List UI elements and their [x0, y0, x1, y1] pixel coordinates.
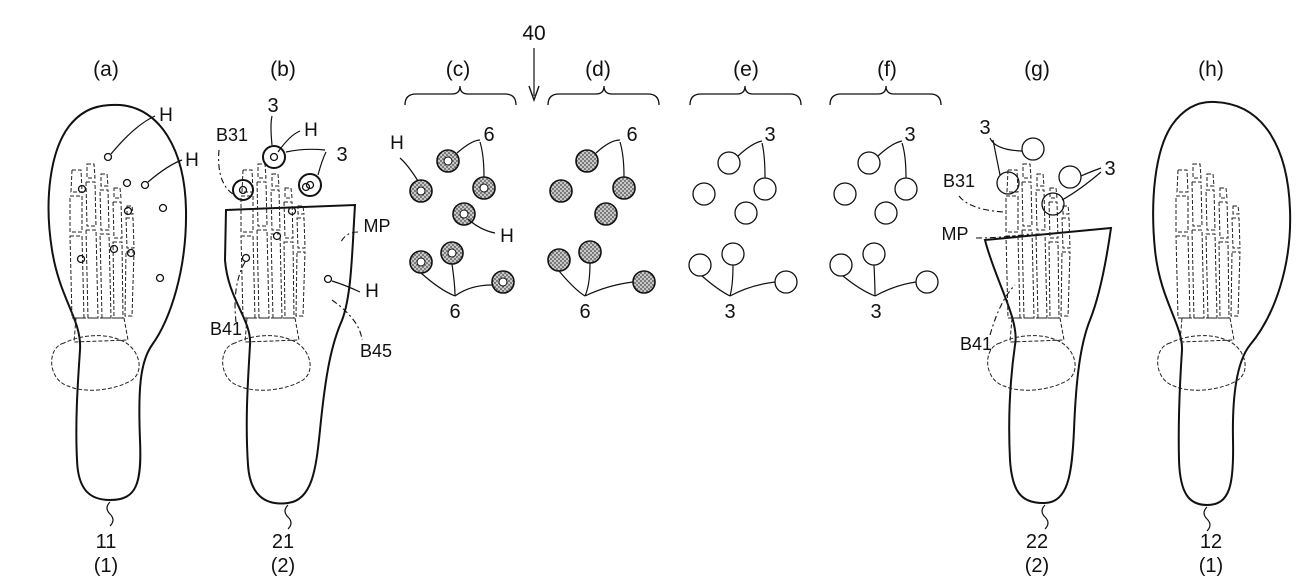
pad-f-6: [862, 242, 886, 266]
pad-d-3: [612, 176, 636, 200]
insole-h-sub: (1): [1199, 555, 1223, 577]
label-6-d2: 6: [579, 301, 590, 323]
pad-d-1: [575, 149, 599, 173]
pad-c-1: [436, 149, 460, 173]
label-b41: B41: [210, 319, 242, 339]
insole-b-outline: [223, 203, 357, 505]
pad-f-1: [857, 151, 881, 175]
pad-e-3: [753, 177, 777, 201]
label-mp-g: MP: [942, 224, 969, 244]
label-3-f2: 3: [870, 301, 881, 323]
label-h-c2: H: [500, 226, 514, 247]
label-h-a2: H: [185, 150, 199, 171]
label-3-e2: 3: [724, 301, 735, 323]
panel-b-label: (b): [270, 58, 296, 81]
panel-a-label: (a): [93, 58, 119, 81]
pad-f-4: [874, 201, 898, 225]
label-b41-g: B41: [960, 334, 992, 354]
pad-e-4: [734, 201, 758, 225]
label-3-b2: 3: [336, 144, 347, 166]
pad-c-2: [409, 179, 433, 203]
pad-e-5: [688, 253, 712, 277]
pads-3-b: [232, 145, 322, 201]
label-3-g2: 3: [1104, 158, 1115, 180]
pad-d-5: [547, 248, 571, 272]
label-3-f1: 3: [904, 124, 915, 146]
label-h-a1: H: [159, 105, 173, 126]
pad-e-7: [774, 270, 798, 294]
brace-c: [404, 85, 517, 106]
label-b31: B31: [216, 125, 248, 145]
insole-b-sub: (2): [271, 555, 295, 577]
label-mp-b: MP: [364, 216, 391, 236]
pad-c-4: [452, 202, 476, 226]
label-b45: B45: [360, 341, 392, 361]
pad-f-5: [829, 253, 853, 277]
pad-c-3: [472, 176, 496, 200]
insole-h: 12 (1): [1152, 100, 1292, 577]
label-h-b1: H: [304, 120, 318, 141]
pad-c-5: [409, 250, 433, 274]
label-3-g1: 3: [979, 117, 990, 139]
pad-f-2: [833, 182, 857, 206]
arrow-40: [528, 48, 540, 103]
pads-d: 6 6: [547, 124, 656, 323]
insole-a-outline: [47, 103, 188, 502]
pads-f: 3 3: [829, 124, 939, 323]
insole-b: 3 H 3 B31 MP H B41 B45 21 (2): [210, 95, 392, 577]
pads-3-g: [996, 137, 1082, 216]
pad-d-4: [594, 202, 618, 226]
pad-d-2: [549, 179, 573, 203]
panel-f-label: (f): [877, 58, 897, 81]
pad-e-2: [692, 182, 716, 206]
pad-c-6: [440, 241, 464, 265]
brace-e: [689, 85, 802, 106]
pad-d-6: [578, 240, 602, 264]
insole-a-sub: (1): [94, 555, 118, 577]
insole-a-number: 11: [96, 531, 117, 553]
panel-h-label: (h): [1198, 58, 1224, 81]
pad-f-7: [915, 270, 939, 294]
pad-e-6: [721, 242, 745, 266]
label-6-c1: 6: [483, 124, 494, 146]
pads-e: 3 3: [688, 124, 798, 323]
insole-g-number: 22: [1026, 531, 1048, 553]
h-holes-a: [76, 152, 168, 283]
panel-c-label: (c): [446, 58, 471, 81]
label-h-b2: H: [365, 281, 379, 302]
pad-f-3: [894, 177, 918, 201]
insole-g: 3 3 B31 MP B41 22 (2): [942, 117, 1116, 577]
insole-a: H H 11 (1): [47, 103, 199, 577]
label-3-e1: 3: [764, 124, 775, 146]
insole-h-number: 12: [1200, 531, 1222, 553]
label-h-c1: H: [390, 133, 404, 154]
brace-f: [829, 85, 942, 106]
insole-g-sub: (2): [1025, 555, 1049, 577]
label-3-b1: 3: [267, 95, 278, 117]
h-holes-b: [241, 182, 333, 284]
label-b31-g: B31: [943, 171, 975, 191]
pads-c: 6 H H 6: [390, 124, 515, 323]
panel-e-label: (e): [733, 58, 759, 81]
label-6-c2: 6: [449, 301, 460, 323]
insole-h-outline: [1152, 100, 1292, 507]
panel-g-label: (g): [1024, 58, 1050, 81]
brace-d: [547, 85, 660, 106]
insole-b-number: 21: [272, 531, 294, 553]
label-6-d1: 6: [626, 124, 637, 146]
pad-d-7: [632, 270, 656, 294]
pad-e-1: [717, 151, 741, 175]
pad-c-7: [491, 270, 515, 294]
arrow-40-label: 40: [522, 22, 545, 45]
panel-d-label: (d): [585, 58, 611, 81]
insole-g-outline: [983, 226, 1113, 505]
